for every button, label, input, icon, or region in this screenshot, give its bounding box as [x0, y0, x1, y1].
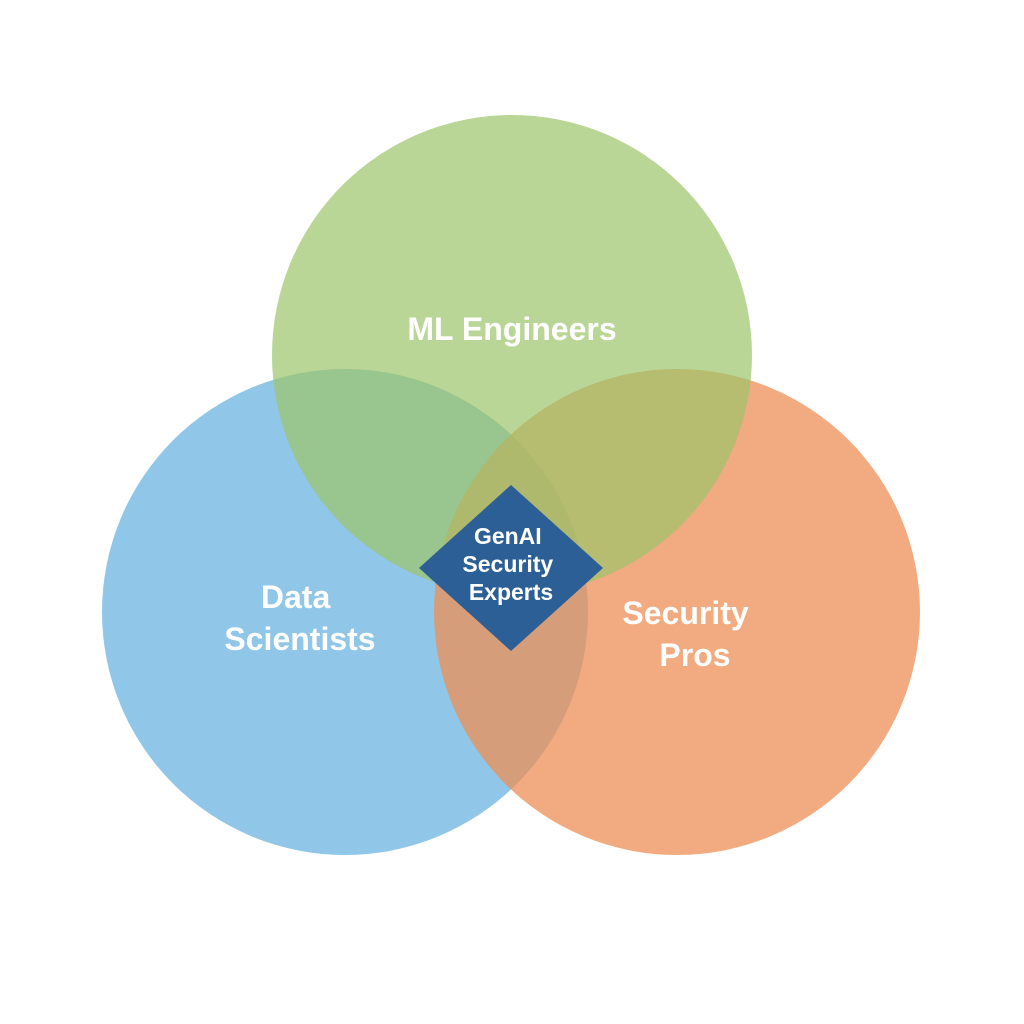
data-scientists-label-line1: Data [261, 579, 331, 615]
security-pros-label: Security Pros [622, 595, 757, 673]
center-label: GenAI Security Experts [462, 523, 559, 605]
security-pros-label-line1: Security [622, 595, 748, 631]
circle-ml-engineers [272, 115, 752, 595]
data-scientists-label: Data Scientists [224, 579, 375, 657]
center-label-line1: GenAI [474, 523, 542, 549]
center-label-line3: Experts [469, 579, 553, 605]
data-scientists-label-line2: Scientists [224, 621, 375, 657]
center-label-line2: Security [462, 551, 553, 577]
security-pros-label-line2: Pros [659, 637, 730, 673]
center-diamond [419, 485, 603, 651]
ml-engineers-label: ML Engineers [407, 311, 616, 347]
